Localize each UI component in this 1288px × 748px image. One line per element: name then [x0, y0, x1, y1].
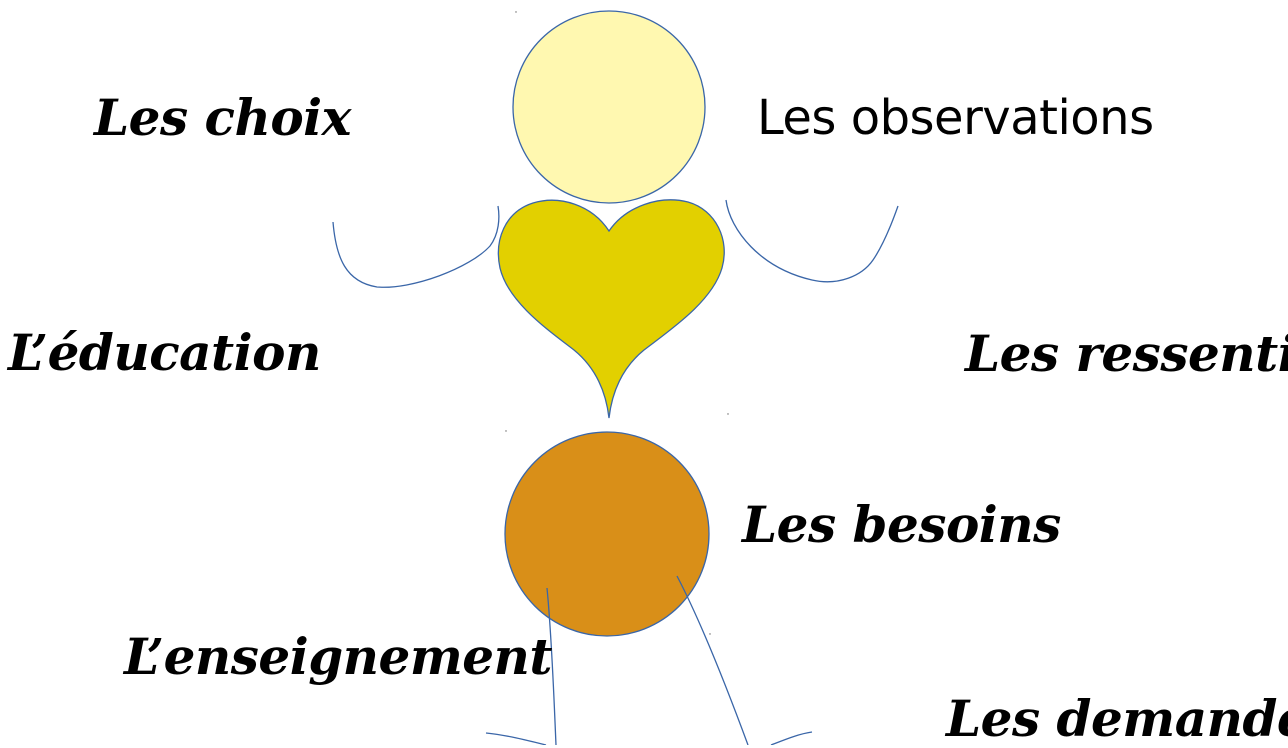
label-l-education: L’éducation — [8, 323, 321, 382]
label-les-besoins: Les besoins — [742, 495, 1061, 554]
right-arm — [725, 199, 899, 283]
label-les-observations: Les observations — [757, 90, 1154, 146]
label-les-choix: Les choix — [94, 88, 351, 147]
left-arm — [332, 205, 500, 288]
label-les-demandes: Les demandes — [946, 689, 1288, 748]
right-leg — [676, 575, 749, 745]
left-foot — [485, 732, 547, 745]
left-leg — [546, 587, 557, 745]
right-foot — [770, 731, 813, 745]
label-l-enseignement: L’enseignement — [124, 627, 553, 686]
heart-shape — [497, 199, 725, 419]
speck — [515, 11, 517, 13]
speck — [709, 633, 711, 635]
belly-circle — [504, 431, 710, 637]
speck — [505, 430, 507, 432]
label-les-ressentis: Les ressentis — [965, 324, 1288, 383]
head-circle — [512, 10, 706, 204]
speck — [727, 413, 729, 415]
